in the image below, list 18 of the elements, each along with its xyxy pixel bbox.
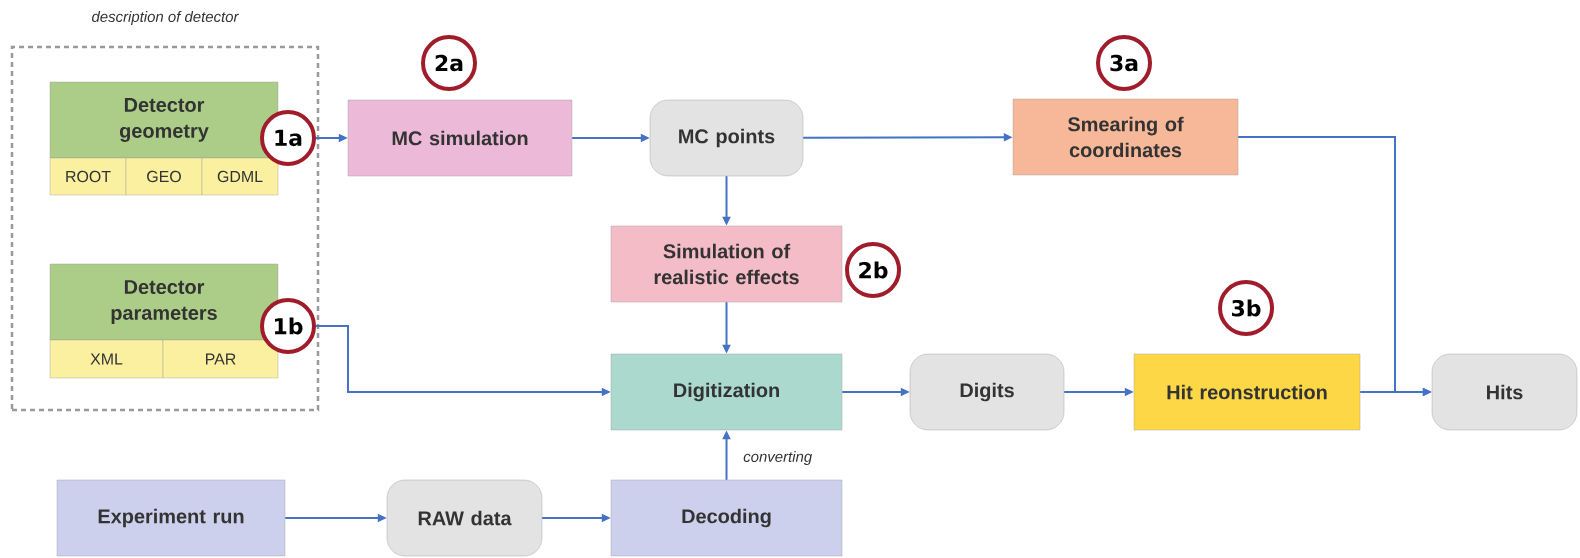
format-cell: XML [49, 339, 164, 379]
process-box: Decoding [610, 479, 843, 557]
format-cell: ROOT [49, 157, 127, 196]
process-box: Hit reonstruction [1133, 353, 1361, 431]
format-cell: GEO [125, 157, 203, 196]
format-cell: PAR [162, 339, 279, 379]
data-box: RAW data [386, 479, 543, 557]
node-label: description of detector [91, 11, 239, 25]
data-box: Hits [1431, 353, 1578, 431]
process-box: MC simulation [347, 99, 573, 177]
process-box: Experiment run [56, 479, 286, 557]
process-box: Smearing of coordinates [1012, 98, 1239, 176]
process-box: Digitization [610, 353, 843, 431]
format-cell: GDML [201, 157, 279, 196]
data-box: MC points [649, 99, 804, 177]
data-box: Digits [909, 353, 1065, 431]
edge-label: converting [743, 451, 812, 465]
process-box: Simulation of realistic effects [610, 225, 843, 303]
